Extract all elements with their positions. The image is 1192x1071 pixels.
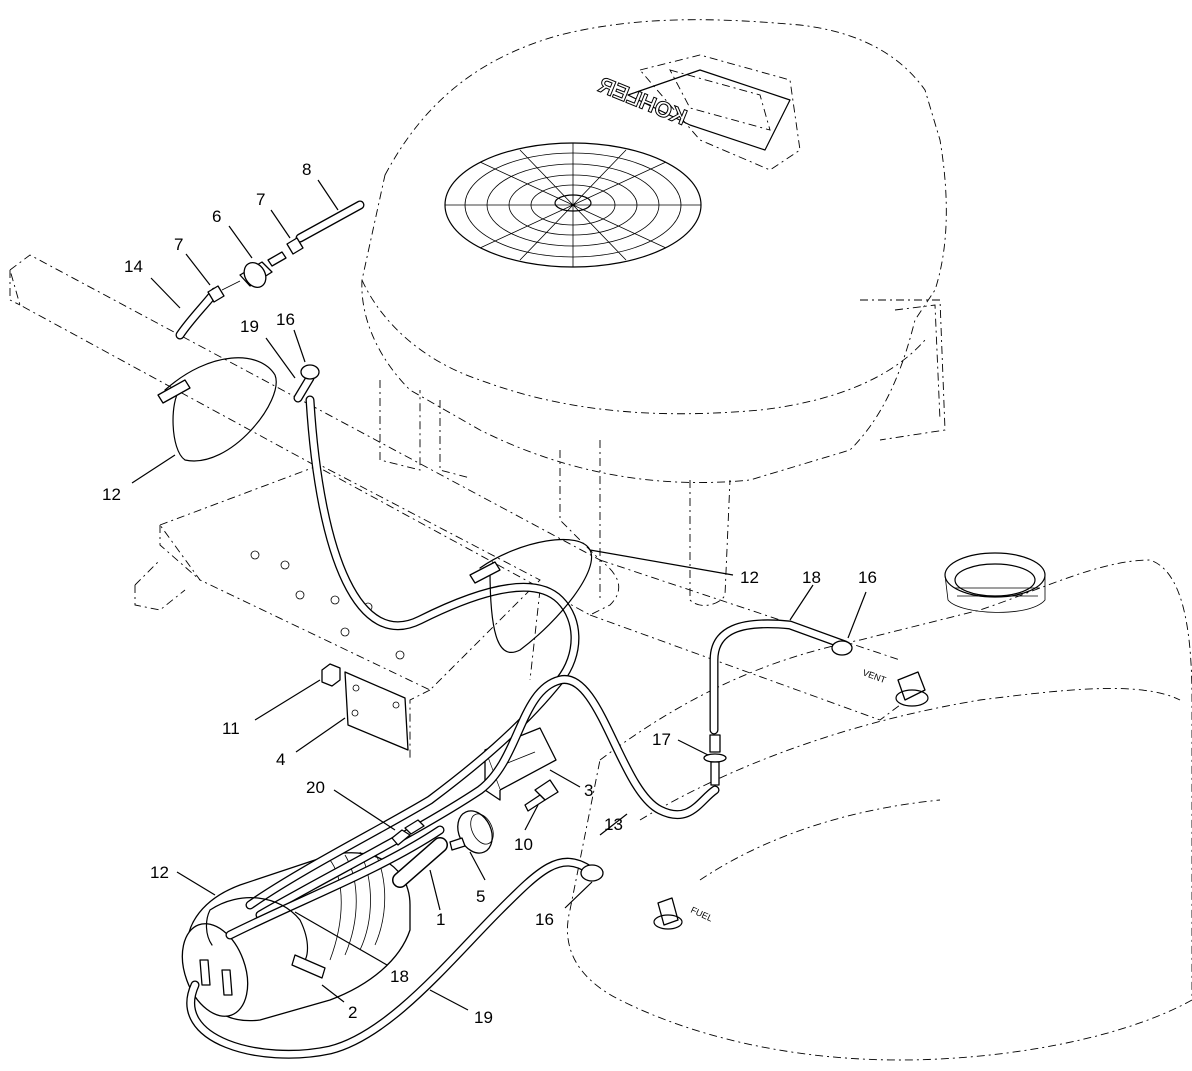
- hose-8: [295, 200, 365, 243]
- vent-label: VENT: [861, 667, 887, 685]
- bracket-4: [344, 671, 409, 751]
- callout-19-top: 19: [240, 317, 259, 336]
- callout-16-right: 16: [858, 568, 877, 587]
- callout-6: 6: [212, 207, 221, 226]
- frame-tube: [9, 254, 901, 721]
- callout-1: 1: [436, 910, 445, 929]
- callout-16-top: 16: [276, 310, 295, 329]
- callout-4: 4: [276, 750, 285, 769]
- charcoal-canister: [181, 851, 411, 1022]
- nut-11: [321, 663, 341, 687]
- fuel-label: FUEL: [689, 905, 714, 924]
- callout-20: 20: [306, 778, 325, 797]
- clamp-7-left: [207, 285, 225, 303]
- callout-18-bottom: 18: [390, 967, 409, 986]
- fitting-20: [391, 819, 425, 846]
- clamp-16-top: [300, 364, 320, 380]
- callout-labels: 8 7 6 7 14 16 19 12 12 18 16 11 4 17 3 2…: [102, 160, 877, 1027]
- leader-lines: [131, 179, 867, 1011]
- callout-18-right: 18: [802, 568, 821, 587]
- svg-text:KOHLER: KOHLER: [595, 72, 691, 130]
- callout-10: 10: [514, 835, 533, 854]
- kohler-logo: KOHLER: [594, 69, 791, 151]
- fuel-fitting: [657, 897, 679, 926]
- callout-11: 11: [222, 719, 240, 738]
- callout-14: 14: [124, 257, 143, 276]
- callout-17: 17: [652, 730, 671, 749]
- hose-19-top-stub: [293, 373, 315, 403]
- callout-16-bottom: 16: [535, 910, 554, 929]
- callout-2: 2: [348, 1003, 357, 1022]
- bolt-10: [524, 779, 559, 812]
- clamp-16-right: [831, 640, 853, 656]
- hose-14: [175, 287, 220, 340]
- hose-13: [255, 675, 720, 920]
- strap-12-mid: [469, 538, 593, 653]
- tube-1: [392, 837, 448, 888]
- callout-12-left: 12: [102, 485, 121, 504]
- callout-3: 3: [584, 781, 593, 800]
- fuel-filter-6: [221, 251, 287, 291]
- hose-19-upper: [245, 395, 580, 910]
- hose-19-lower: [186, 857, 595, 1059]
- strap-12-left: [157, 357, 277, 462]
- flywheel-screen: [444, 142, 702, 268]
- fitting-17: [703, 734, 727, 786]
- hose-18-canister: [225, 825, 445, 940]
- clamp-16-bottom: [580, 864, 604, 882]
- hose-18-vent: [709, 619, 850, 735]
- fuel-filler-neck: [944, 552, 1046, 613]
- rollover-valve-5: [449, 810, 494, 854]
- callout-7-left: 7: [174, 235, 183, 254]
- vent-fitting: [897, 671, 926, 701]
- callout-12-bottom: 12: [150, 863, 169, 882]
- callout-19-bottom: 19: [474, 1008, 493, 1027]
- engine: KOHLER: [361, 19, 947, 606]
- callout-5: 5: [476, 887, 485, 906]
- callout-13: 13: [604, 815, 623, 834]
- callout-12-mid: 12: [740, 568, 759, 587]
- strap-12-bottom: [205, 897, 326, 979]
- callout-8: 8: [302, 160, 311, 179]
- mounting-plate: [134, 464, 541, 760]
- clamp-7-upper: [286, 237, 304, 255]
- callout-7-upper: 7: [256, 190, 265, 209]
